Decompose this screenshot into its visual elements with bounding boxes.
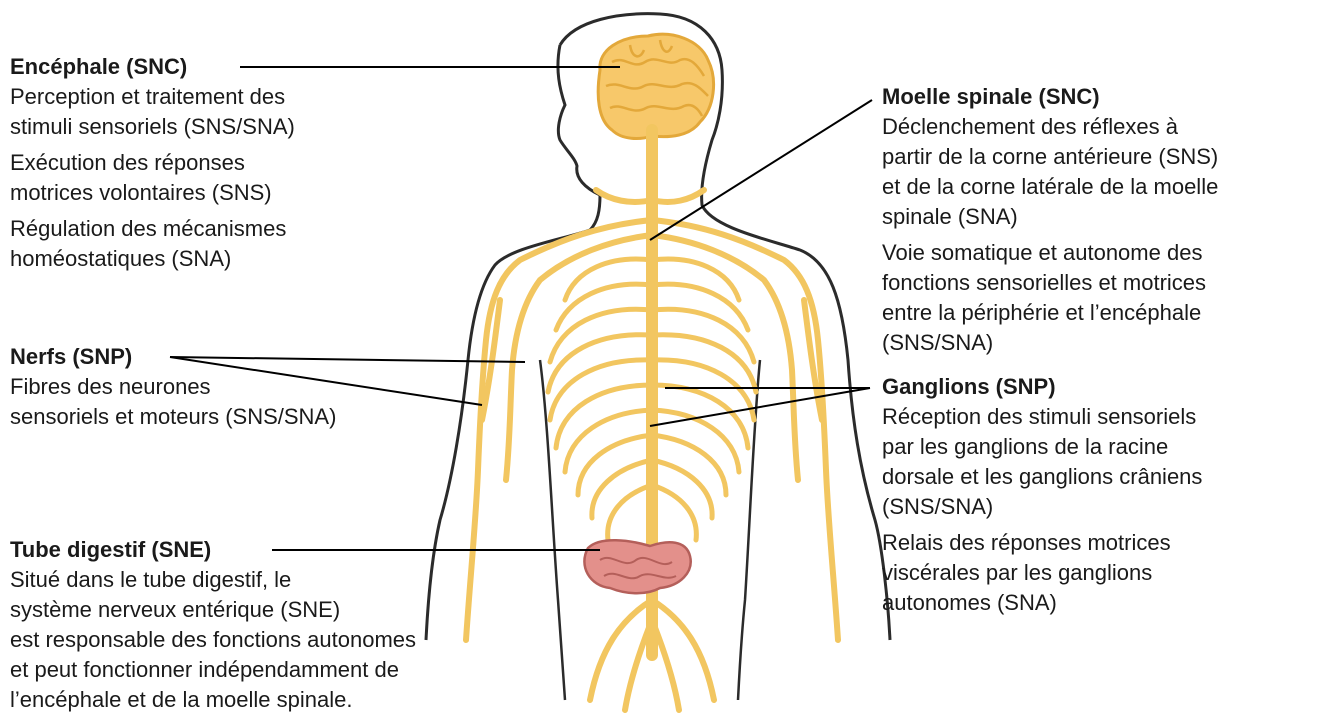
label-ganglions: Ganglions (SNP) Réception des stimuli se…	[882, 372, 1312, 624]
label-encephale-para-2: Exécution des réponses motrices volontai…	[10, 148, 410, 208]
intercostal-nerves-left	[548, 259, 652, 540]
intestine	[584, 540, 690, 593]
label-ganglions-para-2: Relais des réponses motrices viscérales …	[882, 528, 1312, 618]
label-ganglions-para-1: Réception des stimuli sensoriels par les…	[882, 402, 1312, 522]
leader-ganglions-2	[650, 388, 870, 426]
label-tube: Tube digestif (SNE) Situé dans le tube d…	[10, 535, 540, 721]
label-tube-para-1: Situé dans le tube digestif, le système …	[10, 565, 540, 715]
label-nerfs: Nerfs (SNP) Fibres des neurones sensorie…	[10, 342, 450, 438]
label-tube-title: Tube digestif (SNE)	[10, 535, 540, 565]
label-moelle-para-1: Déclenchement des réflexes à partir de l…	[882, 112, 1312, 232]
label-encephale-para-3: Régulation des mécanismes homéostatiques…	[10, 214, 410, 274]
label-moelle-title: Moelle spinale (SNC)	[882, 82, 1312, 112]
label-nerfs-title: Nerfs (SNP)	[10, 342, 450, 372]
label-ganglions-title: Ganglions (SNP)	[882, 372, 1312, 402]
label-encephale-para-1: Perception et traitement des stimuli sen…	[10, 82, 410, 142]
label-encephale-title: Encéphale (SNC)	[10, 52, 410, 82]
label-nerfs-para-1: Fibres des neurones sensoriels et moteur…	[10, 372, 450, 432]
label-encephale: Encéphale (SNC) Perception et traitement…	[10, 52, 410, 280]
label-moelle-para-2: Voie somatique et autonome des fonctions…	[882, 238, 1312, 358]
intercostal-nerves-right	[652, 259, 756, 540]
label-moelle: Moelle spinale (SNC) Déclenchement des r…	[882, 82, 1312, 364]
